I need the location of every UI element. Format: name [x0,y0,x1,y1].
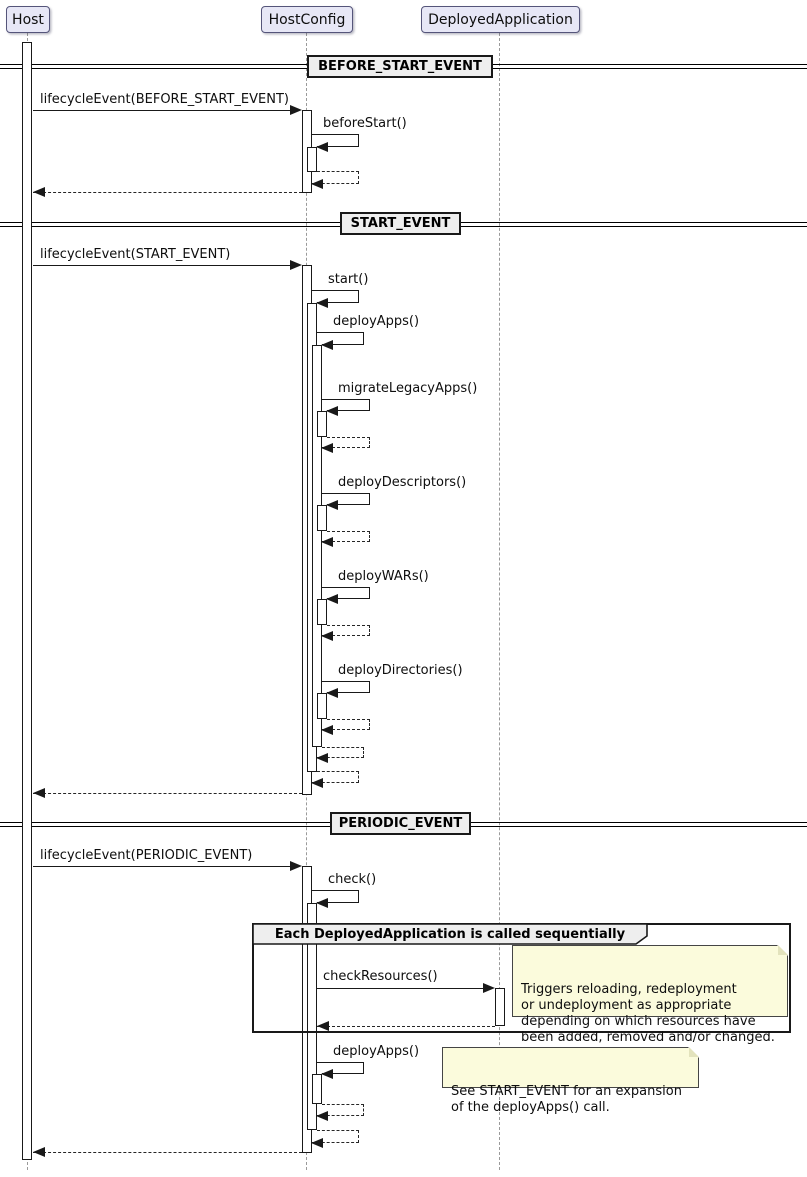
self-return [311,171,359,189]
note-text: See START_EVENT for an expansion of the … [451,1084,682,1115]
message-label: deployApps() [333,1044,420,1059]
activation-hostconfig-before-2 [307,147,317,172]
participant-hostconfig: HostConfig [261,6,353,33]
arrowhead [290,105,302,115]
activation-host [22,42,32,1160]
group-header-shape [253,924,648,945]
divider-periodic-event: PERIODIC_EVENT [330,812,471,835]
divider-label: BEFORE_START_EVENT [318,59,482,74]
lifeline-deployedapplication [499,33,500,1170]
message-line [33,866,291,867]
self-return [321,625,370,641]
self-call-beforestart [312,134,359,152]
arrowhead [33,788,45,798]
self-call-deployapps-periodic [317,1062,364,1079]
divider-label: START_EVENT [350,216,451,231]
message-label: check() [328,872,377,887]
message-label: migrateLegacyApps() [338,381,478,396]
participant-label: DeployedApplication [428,11,573,28]
note-check-resources: Triggers reloading, redeployment or unde… [512,945,788,1045]
self-call-migratelegacyapps [322,399,370,416]
self-call-check [312,890,359,908]
self-call-deploydirectories [322,681,370,698]
message-line [33,110,291,111]
activation-deployedapplication [495,988,505,1026]
return-line [33,1152,302,1153]
divider-start-event: START_EVENT [340,212,461,235]
activation-deploy-directories [317,693,327,719]
self-call-deployapps [317,332,364,350]
activation-hostconfig-periodic-3 [312,1074,322,1104]
participant-label: HostConfig [268,11,346,28]
message-line [317,988,484,989]
participant-host: Host [6,6,50,33]
self-return [321,437,370,453]
self-return [321,531,370,547]
arrowhead [33,187,45,197]
divider-label: PERIODIC_EVENT [338,816,463,831]
activation-deploy-descriptors [317,505,327,531]
message-label: deployDescriptors() [338,475,467,490]
self-return [316,1104,364,1121]
return-line [33,192,302,193]
message-label: lifecycleEvent(PERIODIC_EVENT) [40,848,253,863]
message-label: start() [328,272,369,287]
message-line [33,265,291,266]
participant-label: Host [12,11,44,28]
self-return [311,771,359,788]
arrowhead [290,861,302,871]
arrowhead [483,983,495,993]
self-return [311,1130,359,1148]
return-line [33,793,302,794]
self-return [321,719,370,735]
arrowhead [317,1021,329,1031]
divider-before-start-event: BEFORE_START_EVENT [307,55,493,78]
self-call-start [312,290,359,308]
arrowhead [290,260,302,270]
activation-deploy-wars [317,599,327,625]
self-call-deploydescriptors [322,493,370,510]
note-deploy-apps: See START_EVENT for an expansion of the … [442,1047,699,1115]
activation-migrate-legacy [317,411,327,437]
message-label: lifecycleEvent(START_EVENT) [40,247,231,262]
return-line [317,1026,495,1027]
message-label: lifecycleEvent(BEFORE_START_EVENT) [40,92,289,107]
self-return [316,747,364,763]
message-label: beforeStart() [323,116,407,131]
note-text: Triggers reloading, redeployment or unde… [521,982,775,1045]
group-label: Each DeployedApplication is called seque… [274,927,626,942]
message-label: deployDirectories() [338,663,463,678]
participant-deployedapplication: DeployedApplication [421,6,580,33]
group-frame: Each DeployedApplication is called seque… [252,923,791,1033]
self-call-deploywars [322,587,370,604]
message-label: deployWARs() [338,569,429,584]
arrowhead [33,1147,45,1157]
activation-hostconfig-periodic-2 [307,903,317,1130]
message-label: deployApps() [333,314,420,329]
message-label: checkResources() [323,969,438,984]
